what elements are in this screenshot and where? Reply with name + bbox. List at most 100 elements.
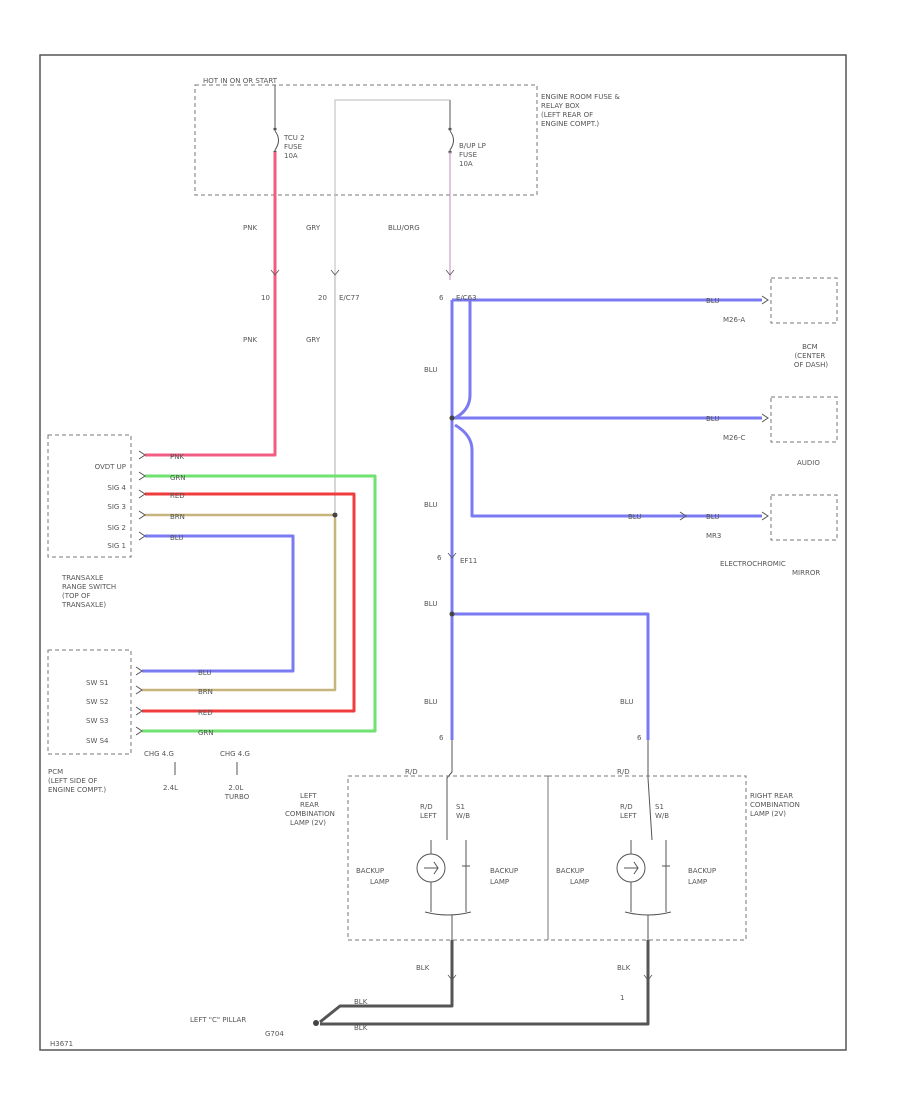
svg-text:LAMP: LAMP <box>490 878 509 886</box>
svg-text:SIG 2: SIG 2 <box>107 524 126 532</box>
svg-text:GRN: GRN <box>198 729 214 737</box>
svg-text:BACKUP: BACKUP <box>490 867 518 875</box>
ground-g704: LEFT "C" PILLAR G704 <box>190 1016 319 1038</box>
wire-grn <box>142 474 377 733</box>
wire-brn <box>142 513 337 692</box>
svg-text:E/C63: E/C63 <box>456 294 477 302</box>
svg-text:BLU: BLU <box>424 698 437 706</box>
svg-text:W/B: W/B <box>655 812 669 820</box>
svg-text:6: 6 <box>439 294 444 302</box>
svg-text:BLU: BLU <box>198 669 211 677</box>
bcm-connector-c: M26-C <box>723 396 838 443</box>
svg-text:EF11: EF11 <box>460 557 477 565</box>
svg-text:BACKUP: BACKUP <box>556 867 584 875</box>
svg-text:BLK: BLK <box>617 964 631 972</box>
svg-text:SIG 4: SIG 4 <box>107 484 126 492</box>
svg-text:BLU: BLU <box>424 501 437 509</box>
svg-text:CHG 4.G: CHG 4.G <box>144 750 174 758</box>
svg-text:PNK: PNK <box>243 336 257 344</box>
fuse-box-name: ENGINE ROOM FUSE & RELAY BOX (LEFT REAR … <box>541 93 622 128</box>
bcm-label: BCM (CENTER OF DASH) <box>794 343 829 369</box>
svg-text:LEFT "C" PILLAR G704: LEFT "C" PILLAR G704 <box>190 1016 284 1038</box>
audio-label: AUDIO <box>797 459 820 467</box>
mirror-connector: MR3 <box>679 494 838 541</box>
wire-traces <box>142 152 762 1026</box>
svg-text:LEFT REAR COMBINAT: LEFT REAR COMBINATION LAMP (2V) <box>285 792 337 827</box>
svg-text:R/D: R/D <box>617 768 630 776</box>
wire-blu-curve <box>454 300 472 420</box>
svg-text:20: 20 <box>318 294 327 302</box>
svg-text:M26-A: M26-A <box>723 316 745 324</box>
svg-text:PNK: PNK <box>170 453 184 461</box>
svg-text:R/D: R/D <box>620 803 633 811</box>
svg-text:BACKUP: BACKUP <box>356 867 384 875</box>
fuse-tcu2: TCU 2 FUSE 10A <box>283 134 307 160</box>
svg-text:SIG 3: SIG 3 <box>107 503 126 511</box>
wire-blu-mirror <box>454 423 762 518</box>
svg-text:SW S3: SW S3 <box>86 717 109 725</box>
svg-text:LEFT: LEFT <box>420 812 437 820</box>
pcm: SW S1 SW S2 SW S3 SW S4 CHG 4.G CHG 4.G … <box>47 649 250 801</box>
mirror-label: ELECTROCHROMIC MIRROR <box>720 560 820 577</box>
wire-blu-right-lamp <box>452 612 650 740</box>
svg-text:BLU: BLU <box>170 534 183 542</box>
right-rear-combination-lamp: R/D RIGHT REAR COMBINATION LAMP (2V) R/D… <box>547 768 802 941</box>
svg-text:E/C77: E/C77 <box>339 294 360 302</box>
wire-lamp-right-in <box>647 740 653 841</box>
svg-text:S1: S1 <box>456 803 465 811</box>
svg-text:BLU/ORG: BLU/ORG <box>388 224 420 232</box>
svg-text:SIG 1: SIG 1 <box>107 542 126 550</box>
svg-text:CHG 4.G: CHG 4.G <box>220 750 250 758</box>
svg-text:LEFT: LEFT <box>620 812 637 820</box>
svg-text:S1: S1 <box>655 803 664 811</box>
diagram-id: H3671 <box>50 1040 73 1048</box>
svg-text:BLK: BLK <box>354 998 368 1006</box>
pcm-label: PCM (LEFT SIDE OF ENGINE COMPT.) <box>48 768 106 794</box>
wire-lamp-left-in <box>446 740 453 840</box>
svg-text:LAMP: LAMP <box>688 878 707 886</box>
svg-text:R/D: R/D <box>420 803 433 811</box>
svg-text:M26-C: M26-C <box>723 434 745 442</box>
svg-text:SW S2: SW S2 <box>86 698 109 706</box>
svg-text:PNK: PNK <box>243 224 257 232</box>
wire-labels: PNK GRY BLU/ORG PNK GRY BLU BLU BLU BLU … <box>170 224 719 1032</box>
svg-text:2.4L: 2.4L <box>163 784 178 792</box>
svg-text:RIGHT REAR COMBINATION: RIGHT REAR COMBINATION LAMP (2V) <box>750 792 802 818</box>
svg-text:MR3: MR3 <box>706 532 721 540</box>
svg-text:LAMP: LAMP <box>570 878 589 886</box>
svg-text:BLU: BLU <box>706 297 719 305</box>
svg-text:BRN: BRN <box>170 513 185 521</box>
svg-text:RED: RED <box>198 709 213 717</box>
svg-text:BLU: BLU <box>424 366 437 374</box>
bcm-connector-a: M26-A <box>723 277 838 324</box>
svg-text:GRY: GRY <box>306 336 321 344</box>
fuse-bup-lp: B/UP LP FUSE 10A <box>459 142 488 168</box>
svg-text:RED: RED <box>170 492 185 500</box>
svg-text:BRN: BRN <box>198 688 213 696</box>
svg-text:BLU: BLU <box>424 600 437 608</box>
wire-red <box>142 492 356 713</box>
svg-text:SW S4: SW S4 <box>86 737 109 745</box>
svg-text:LAMP: LAMP <box>370 878 389 886</box>
svg-text:GRY: GRY <box>306 224 321 232</box>
svg-text:R/D: R/D <box>405 768 418 776</box>
svg-text:SW S1: SW S1 <box>86 679 109 687</box>
svg-text:6: 6 <box>437 554 442 562</box>
wire-blk-left <box>319 940 454 1024</box>
connector-pins: 10 20 E/C77 6 E/C63 6 EF11 6 6 1 <box>261 269 653 1002</box>
svg-text:10: 10 <box>261 294 270 302</box>
wire-blu-sig1 <box>142 534 295 673</box>
svg-text:BACKUP: BACKUP <box>688 867 716 875</box>
svg-text:BLU: BLU <box>628 513 641 521</box>
svg-text:BLU: BLU <box>620 698 633 706</box>
range-switch-label: TRANSAXLE RANGE SWITCH (TOP OF TRANSAXLE… <box>61 574 118 609</box>
wire-pnk <box>145 152 277 457</box>
svg-text:GRN: GRN <box>170 474 186 482</box>
wire-blk-right <box>320 940 650 1026</box>
svg-text:6: 6 <box>637 734 642 742</box>
svg-text:1: 1 <box>620 994 624 1002</box>
diagram-frame <box>39 54 847 1051</box>
svg-text:BLU: BLU <box>706 415 719 423</box>
svg-text:W/B: W/B <box>456 812 470 820</box>
svg-text:BLK: BLK <box>416 964 430 972</box>
